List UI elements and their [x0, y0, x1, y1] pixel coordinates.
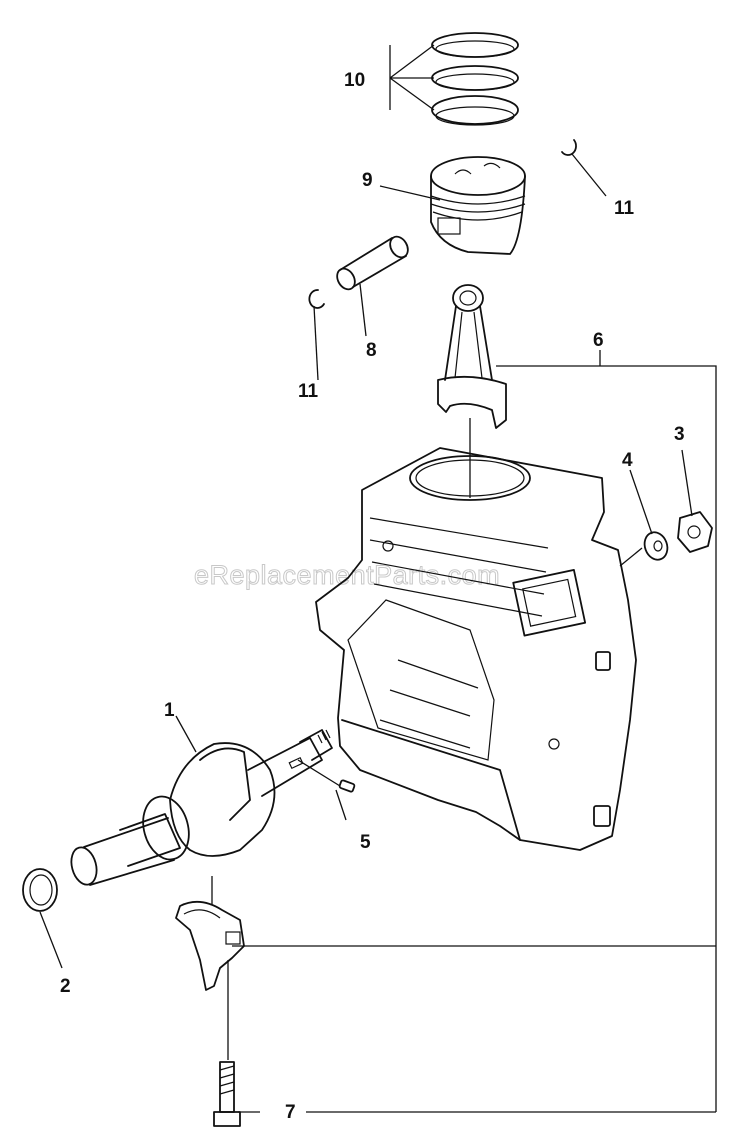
rod-bolt[interactable]: [213, 1061, 241, 1127]
leader-lines: [39, 44, 717, 1113]
piston-pin[interactable]: [334, 233, 412, 292]
callout-8: 8: [366, 340, 377, 361]
callout-9: 9: [362, 170, 373, 191]
piston-rings[interactable]: [431, 32, 519, 126]
callout-6: 6: [593, 330, 604, 351]
piston[interactable]: [430, 156, 526, 255]
rod-cap[interactable]: [175, 900, 245, 991]
callout-4: 4: [622, 450, 633, 471]
washer[interactable]: [641, 529, 671, 563]
watermark: eReplacementParts.com: [194, 560, 500, 590]
callout-1: 1: [164, 700, 175, 721]
crankcase[interactable]: [315, 447, 637, 851]
callouts: 10 9 11 11 8 6 3 4 1 5 2 7: [60, 70, 685, 1123]
callout-11-left: 11: [298, 381, 319, 402]
callout-11-right: 11: [614, 198, 635, 219]
connecting-rod[interactable]: [437, 284, 507, 429]
circlip-left[interactable]: [308, 289, 325, 309]
callout-7: 7: [285, 1102, 296, 1123]
woodruff-key[interactable]: [338, 779, 356, 793]
circlip-right[interactable]: [561, 139, 577, 156]
callout-3: 3: [674, 424, 685, 445]
callout-5: 5: [360, 832, 371, 853]
callout-2: 2: [60, 976, 71, 997]
nut[interactable]: [677, 511, 713, 553]
callout-10: 10: [344, 70, 365, 91]
crankshaft[interactable]: [67, 729, 333, 887]
oil-seal[interactable]: [22, 868, 58, 912]
